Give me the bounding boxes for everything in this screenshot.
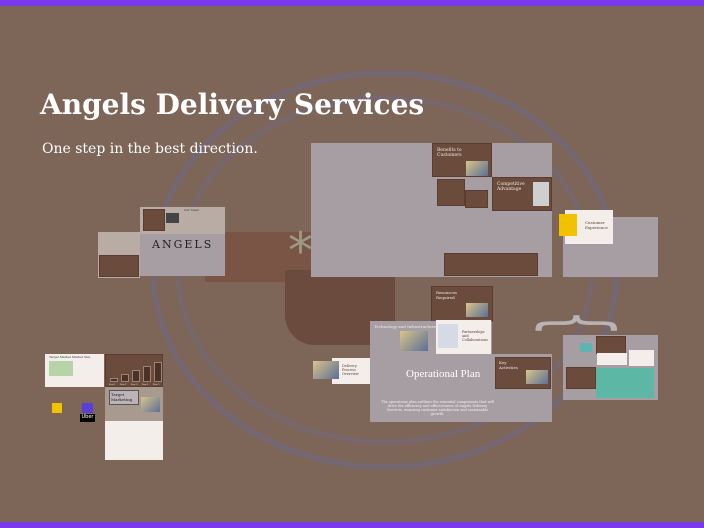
uber-logo: Uber [80, 414, 95, 422]
card [597, 353, 627, 365]
logo-icon [82, 403, 93, 413]
box [437, 179, 465, 206]
image [400, 331, 428, 351]
frame-label: Our Team [184, 208, 199, 212]
image [580, 343, 592, 352]
frame-target-marketing[interactable]: Target Marketing [105, 387, 163, 421]
box [143, 209, 165, 231]
frame-angels[interactable]: ANGELS [140, 234, 225, 276]
box [99, 255, 139, 277]
box [444, 253, 538, 276]
frame-competitive[interactable]: Competitive Advantage [492, 177, 552, 211]
image [466, 303, 488, 317]
image [559, 214, 577, 236]
frame-label: Target Market Market Size [49, 355, 91, 359]
operational-plan-description: The operations plan outlines the essenti… [381, 400, 494, 416]
image [166, 213, 179, 223]
mini-chart-bar [132, 370, 140, 382]
box [465, 190, 488, 208]
mini-chart: Year 1 Year 2 Year 3 Year 4 Year 5 [105, 354, 163, 387]
image [596, 368, 654, 398]
card-partnerships[interactable]: Partnerships and Collaborations [436, 320, 491, 354]
image [313, 361, 339, 379]
image [438, 324, 458, 348]
frame-benefits[interactable]: Benefits to Customers [432, 143, 492, 177]
frame-resources[interactable]: Resources Required [431, 286, 493, 322]
frame-label: Partnerships and Collaborations [462, 330, 488, 342]
frame-label: Target Marketing [109, 390, 139, 405]
image [141, 397, 160, 412]
mini-chart-bar [121, 374, 129, 382]
bottom-bar [0, 522, 704, 528]
mini-chart-label: Year 5 [153, 384, 160, 386]
mini-chart-label: Year 1 [109, 384, 116, 386]
box [566, 367, 596, 389]
frame-label: Resources Required [436, 290, 457, 300]
card [629, 350, 654, 366]
card-customer-experience[interactable]: Customer Experience [559, 210, 613, 244]
card-notes [105, 421, 163, 460]
asterisk-icon: * [288, 222, 313, 280]
mini-chart-bar [154, 362, 162, 382]
map-image [49, 361, 73, 376]
mini-chart-label: Year 3 [131, 384, 138, 386]
top-bar [0, 0, 704, 6]
mini-chart-label: Year 2 [120, 384, 127, 386]
image [526, 370, 548, 384]
frame-key-activities[interactable]: Key Activities [495, 357, 551, 389]
presentation-subtitle: One step in the best direction. [42, 141, 258, 157]
mini-chart-bar [110, 378, 118, 382]
frame-label: Benefits to Customers [437, 148, 462, 159]
image [533, 182, 549, 206]
mini-chart-bar [143, 366, 151, 382]
logo-icon [52, 403, 62, 413]
presentation-title: Angels Delivery Services [40, 88, 425, 121]
operational-plan-title: Operational Plan [406, 368, 481, 380]
frame-label: Competitive Advantage [497, 182, 525, 193]
box [596, 336, 626, 354]
brace-icon: { [528, 310, 630, 336]
frame-label: Delivery Process Overview [342, 364, 359, 376]
card-target-market[interactable]: Target Market Market Size [45, 354, 104, 387]
frame-label: Key Activities [499, 360, 518, 370]
frame-label: Customer Experience [585, 220, 608, 230]
image [466, 161, 488, 176]
frame-label: Technology and Infrastructure [374, 324, 436, 329]
angels-logo: ANGELS [152, 238, 214, 251]
mini-chart-label: Year 4 [142, 384, 149, 386]
